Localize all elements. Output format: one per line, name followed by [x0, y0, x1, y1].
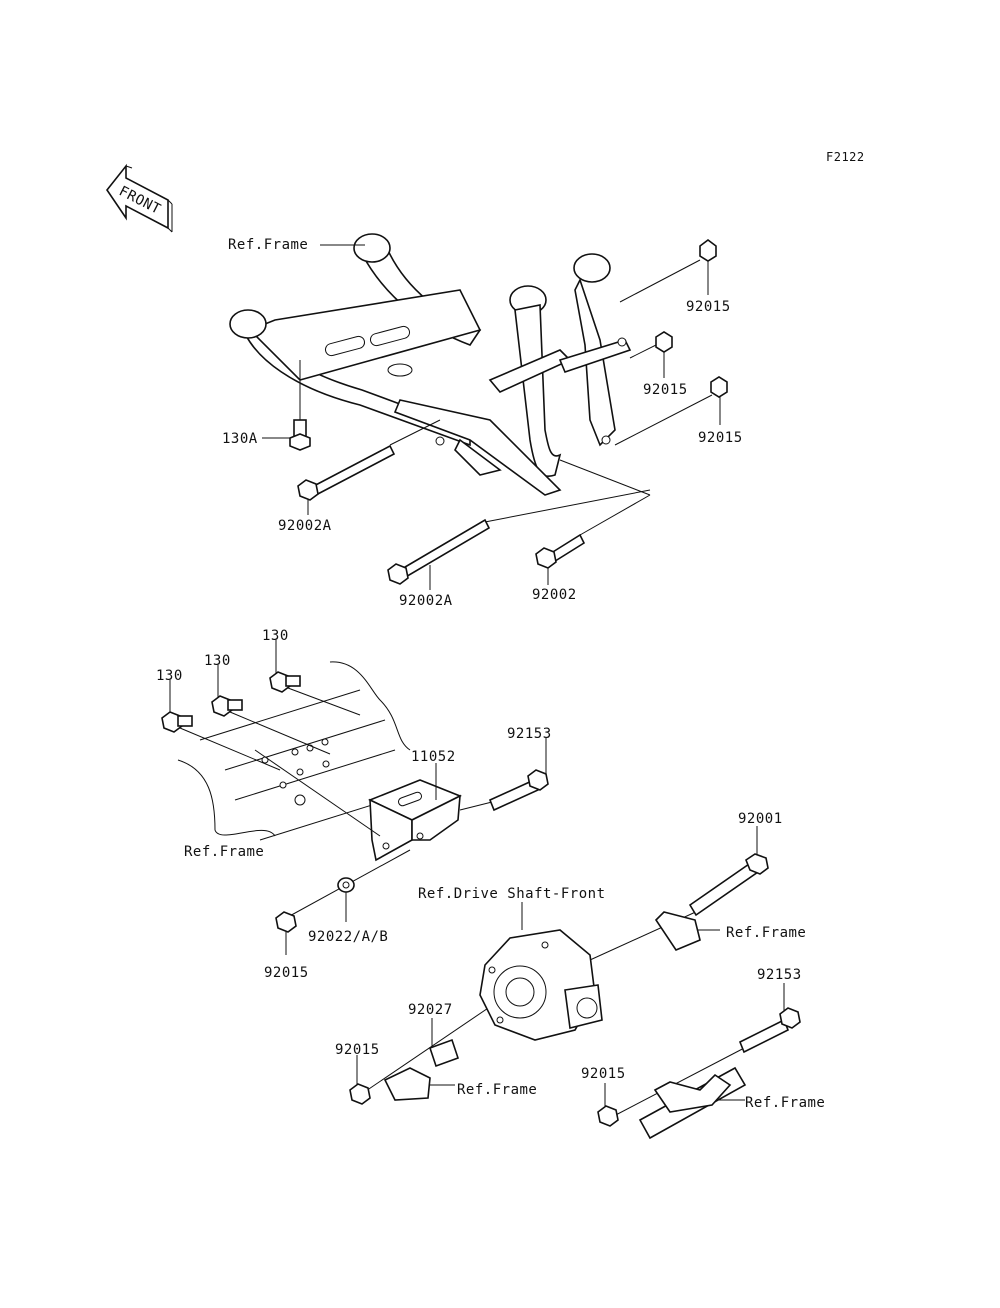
- label-130-c: 130: [262, 628, 289, 644]
- bolt-130A-icon: [289, 419, 311, 451]
- label-ref-frame-left: Ref.Frame: [184, 844, 264, 860]
- leader-lines-upper: [262, 244, 721, 590]
- upper-frame-drawing: [229, 233, 632, 496]
- label-ref-frame-right: Ref.Frame: [726, 925, 806, 941]
- nut-92015-e-icon: [349, 1083, 371, 1105]
- label-92015-b: 92015: [643, 382, 688, 398]
- nut-92015-a-icon: [699, 239, 717, 262]
- bracket-11052-icon: [368, 779, 462, 862]
- bracket-ref-frame-right-icon: [654, 911, 701, 951]
- label-92015-e: 92015: [335, 1042, 380, 1058]
- label-92015-f: 92015: [581, 1066, 626, 1082]
- nut-92015-d-icon: [275, 911, 297, 933]
- bolt-92153-b-icon: [738, 1007, 801, 1054]
- frame-tube-br-icon: [638, 1066, 747, 1140]
- label-ref-drive-shaft: Ref.Drive Shaft-Front: [418, 886, 606, 902]
- bolt-92001-icon: [688, 853, 769, 917]
- bolt-92002-icon: [535, 533, 586, 569]
- label-ref-frame-br: Ref.Frame: [745, 1095, 825, 1111]
- bolt-92002A-a-icon: [297, 444, 396, 501]
- label-92015-a: 92015: [686, 299, 731, 315]
- label-130-b: 130: [204, 653, 231, 669]
- label-92002A-a: 92002A: [278, 518, 332, 534]
- label-92002A-b: 92002A: [399, 593, 453, 609]
- label-ref-frame-top: Ref.Frame: [228, 237, 308, 253]
- label-92153-a: 92153: [507, 726, 552, 742]
- label-92153-b: 92153: [757, 967, 802, 983]
- label-130-a: 130: [156, 668, 183, 684]
- label-92015-d: 92015: [264, 965, 309, 981]
- leader-lines-lower: [169, 640, 785, 1119]
- diagram-code: F2122: [826, 150, 865, 164]
- bolt-130-b-icon: [211, 695, 243, 717]
- nut-92015-f-icon: [597, 1105, 619, 1127]
- bolt-92002A-b-icon: [387, 518, 491, 585]
- lower-frame-drawing: [177, 661, 421, 841]
- bolt-92153-a-icon: [488, 769, 549, 812]
- label-11052: 11052: [411, 749, 456, 765]
- label-92015-c: 92015: [698, 430, 743, 446]
- collar-92027-icon: [428, 1038, 460, 1068]
- front-arrow-icon: FRONT: [106, 163, 173, 233]
- front-differential-icon: [479, 929, 603, 1041]
- bolt-130-c-icon: [269, 671, 301, 693]
- nut-92015-c-icon: [710, 376, 728, 398]
- label-ref-frame-bottom: Ref.Frame: [457, 1082, 537, 1098]
- bolt-130-a-icon: [161, 711, 193, 733]
- label-92022: 92022/A/B: [308, 929, 388, 945]
- nut-92015-b-icon: [655, 331, 673, 353]
- washer-92022-icon: [337, 877, 355, 893]
- label-92002: 92002: [532, 587, 577, 603]
- label-92001: 92001: [738, 811, 783, 827]
- bracket-ref-frame-bottom-icon: [383, 1067, 431, 1101]
- label-92027: 92027: [408, 1002, 453, 1018]
- label-130A: 130A: [222, 431, 258, 447]
